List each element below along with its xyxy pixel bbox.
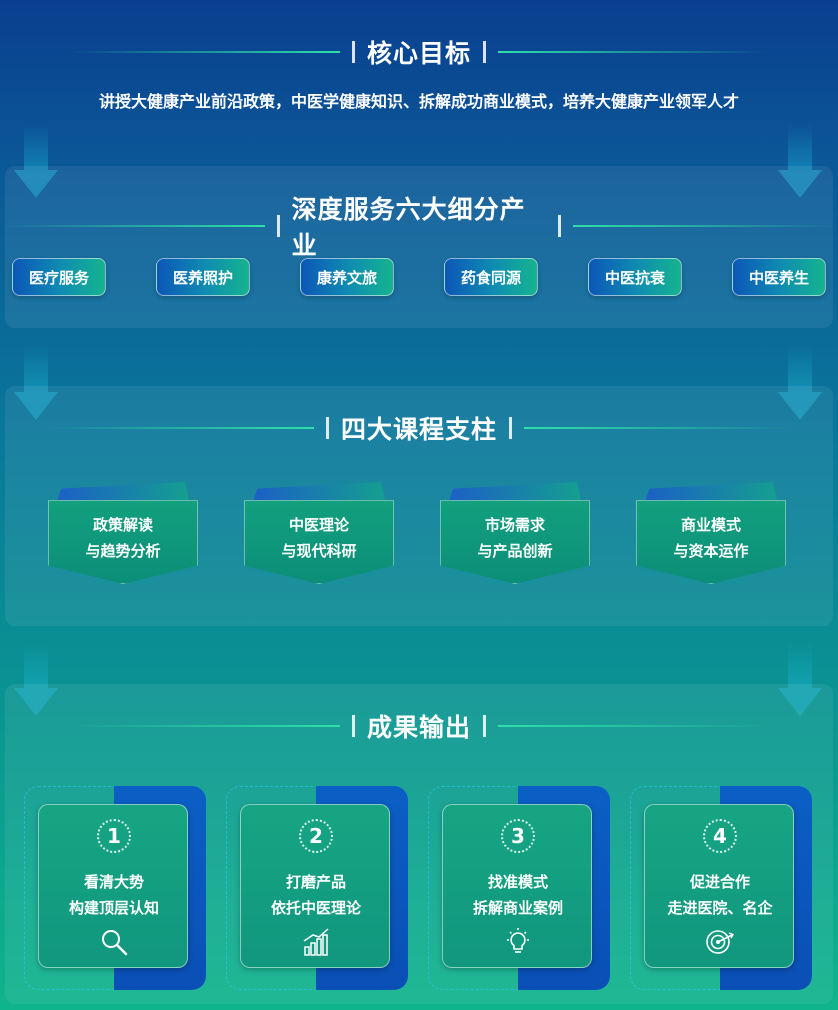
lightbulb-icon — [507, 928, 529, 953]
pillar-card: 市场需求 与产品创新 — [440, 482, 590, 584]
title-bar-right — [509, 417, 512, 439]
core-goal-description: 讲授大健康产业前沿政策，中医学健康知识、拆解成功商业模式，培养大健康产业领军人才 — [98, 92, 739, 111]
pillars-title-row: 四大课程支柱 — [0, 410, 838, 446]
pillars-title: 四大课程支柱 — [340, 415, 497, 444]
pillar-card: 中医理论 与现代科研 — [244, 482, 394, 584]
title-bar-right — [558, 215, 562, 237]
title-bar-right — [483, 715, 486, 737]
core-goal-title: 核心目标 — [366, 39, 471, 68]
outcome-line1: 找准模式 — [487, 873, 548, 891]
industry-pill: 中医抗衰 — [588, 258, 682, 296]
outcome-card: 3 找准模式 拆解商业案例 — [428, 786, 610, 990]
outcome-number: 1 — [97, 819, 131, 853]
title-bar-left — [276, 215, 280, 237]
outcome-line1: 打磨产品 — [285, 873, 346, 891]
target-icon — [706, 930, 735, 954]
pillar-line1: 市场需求 — [484, 516, 545, 534]
industry-pill: 药食同源 — [444, 258, 538, 296]
title-line-left — [69, 725, 340, 727]
outcome-line2: 依托中医理论 — [270, 899, 361, 917]
down-arrow-icon — [778, 642, 822, 720]
outcome-line2: 走进医院、名企 — [667, 899, 773, 917]
title-line-left — [69, 51, 340, 53]
down-arrow-icon — [14, 346, 58, 424]
pillar-line1: 政策解读 — [92, 516, 153, 534]
title-line-right — [498, 51, 768, 53]
pillar-line2: 与产品创新 — [477, 542, 553, 560]
title-bar-left — [351, 41, 355, 63]
industries-title: 深度服务六大细分产业 — [291, 195, 526, 260]
title-bar-left — [325, 417, 329, 439]
outcome-number: 3 — [501, 819, 535, 853]
industry-pill: 康养文旅 — [300, 258, 394, 296]
outcome-line1: 看清大势 — [83, 873, 144, 891]
title-bar-left — [351, 715, 355, 737]
industry-pill: 医养照护 — [156, 258, 250, 296]
outcomes-title: 成果输出 — [366, 713, 471, 742]
outcome-number: 4 — [703, 819, 737, 853]
outcome-line2: 构建顶层认知 — [68, 899, 159, 917]
outcome-line2: 拆解商业案例 — [472, 899, 563, 917]
pillar-card: 商业模式 与资本运作 — [636, 482, 786, 584]
pillar-line1: 商业模式 — [680, 516, 741, 534]
title-line-left — [0, 225, 265, 227]
pillar-line2: 与资本运作 — [673, 542, 749, 560]
outcomes-title-row: 成果输出 — [0, 708, 838, 744]
pillar-line2: 与趋势分析 — [85, 542, 161, 560]
outcome-card: 2 打磨产品 依托中医理论 — [226, 786, 408, 990]
industry-pill: 中医养生 — [732, 258, 826, 296]
industries-title-row: 深度服务六大细分产业 — [0, 190, 838, 262]
down-arrow-icon — [778, 124, 822, 202]
core-goal-title-row: 核心目标 — [0, 34, 838, 70]
title-line-right — [573, 225, 838, 227]
industries-panel — [5, 166, 833, 328]
title-line-right — [524, 427, 794, 429]
title-line-right — [498, 725, 768, 727]
down-arrow-icon — [14, 124, 58, 202]
outcome-number: 2 — [299, 819, 333, 853]
magnifier-icon — [102, 930, 128, 956]
down-arrow-icon — [778, 346, 822, 424]
title-bar-right — [483, 41, 486, 63]
title-line-left — [43, 427, 314, 429]
industry-pill: 医疗服务 — [12, 258, 106, 296]
pillar-line2: 与现代科研 — [281, 542, 357, 560]
outcome-card: 4 促进合作 走进医院、名企 — [630, 786, 812, 990]
outcome-card: 1 看清大势 构建顶层认知 — [24, 786, 206, 990]
pillar-line1: 中医理论 — [288, 516, 349, 534]
growth-chart-icon — [303, 928, 329, 956]
down-arrow-icon — [14, 642, 58, 720]
pillar-card: 政策解读 与趋势分析 — [48, 482, 198, 584]
outcome-line1: 促进合作 — [689, 873, 750, 891]
